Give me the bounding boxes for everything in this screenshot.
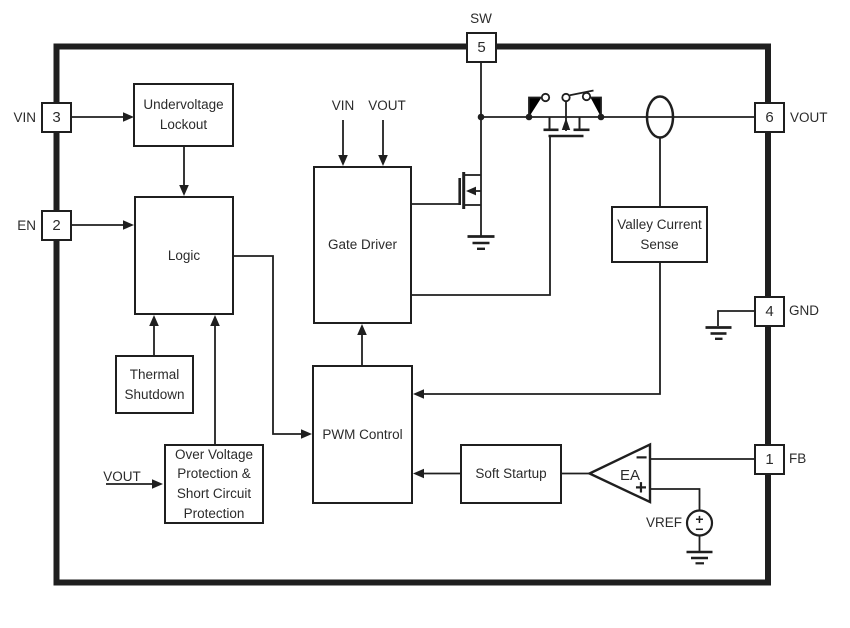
pmos-bulk-switch — [528, 89, 602, 138]
block-ovp-scp-label: Over Voltage Protection & Short Circuit … — [174, 446, 254, 521]
block-gate-driver-label: Gate Driver — [327, 237, 398, 253]
error-amp-label: EA — [619, 467, 640, 484]
wire-vcs-to-pwm — [422, 263, 661, 395]
gate-driver-vout-label: VOUT — [368, 98, 406, 113]
block-logic-label: Logic — [167, 247, 201, 263]
arrow-into-gatedriver-bottom — [357, 324, 367, 335]
block-thermal-shutdown: Thermal Shutdown — [115, 355, 194, 414]
arrow-into-logic-left — [123, 220, 134, 230]
pin-1-number: 1 — [765, 451, 774, 468]
arrow-into-pwm-left — [301, 429, 312, 439]
vref-minus-sign: − — [695, 521, 704, 537]
vref-plus-sign: + — [695, 510, 704, 527]
arrow-vin-into-gatedriver — [338, 155, 348, 166]
vref-source — [685, 509, 714, 565]
arrow-vout-into-gatedriver — [378, 155, 388, 166]
inductor-symbol — [645, 95, 675, 139]
pin-4-gnd: 4 — [754, 296, 785, 327]
junction-pmos-right — [597, 113, 605, 121]
arrow-into-ovp — [152, 479, 163, 489]
wire-ea-plus-to-vref — [650, 488, 701, 511]
arrow-into-uvlo — [123, 112, 134, 122]
error-amp-plus-sign: + — [635, 477, 647, 499]
block-ovp-scp: Over Voltage Protection & Short Circuit … — [164, 444, 264, 524]
pin-label-fb: FB — [789, 451, 807, 466]
switch-right-stub — [590, 96, 602, 117]
vref-source-circle — [685, 509, 714, 537]
arrow-softstartup-into-pwm — [413, 468, 424, 479]
arrow-thermal-into-logic — [149, 315, 159, 326]
wire-logic-to-pwm — [234, 255, 302, 435]
arrow-into-logic-top — [179, 185, 189, 196]
block-valley-current-sense-label: Valley Current Sense — [617, 216, 702, 252]
vref-ground-symbol — [686, 550, 713, 565]
wire-gatedriver-to-pmos-gate — [412, 137, 551, 296]
pin-5-sw: 5 — [466, 32, 497, 63]
error-amp-triangle — [586, 442, 652, 504]
block-thermal-shutdown-label: Thermal Shutdown — [124, 366, 185, 402]
wire-gndpin-to-ground — [717, 310, 754, 326]
junction-pmos-left — [525, 113, 533, 121]
gate-driver-vin-label: VIN — [331, 98, 355, 113]
pin-3-number: 3 — [52, 109, 61, 126]
block-pwm-control: PWM Control — [312, 365, 413, 504]
arrow-vcs-into-pwm — [413, 389, 424, 399]
pin-3-vin: 3 — [41, 102, 72, 133]
switch-blade — [569, 89, 594, 97]
switch-contact-middle — [561, 92, 571, 103]
pin-1-fb: 1 — [754, 444, 785, 475]
nmos-ground-symbol — [467, 235, 495, 250]
junction-dots — [477, 113, 605, 121]
gnd-pin-ground-symbol — [705, 326, 732, 340]
error-amp-minus-sign: − — [635, 447, 648, 469]
nmos-transistor — [458, 117, 495, 250]
pin-label-en: EN — [17, 218, 36, 233]
ovp-vout-label: VOUT — [103, 469, 141, 484]
arrow-ovp-into-logic — [210, 315, 220, 326]
pin-4-number: 4 — [765, 303, 774, 320]
pin-label-vin: VIN — [13, 110, 36, 125]
vref-label: VREF — [645, 515, 682, 530]
pin-label-gnd: GND — [789, 303, 819, 318]
pin-label-sw: SW — [470, 11, 492, 26]
switch-contact-left — [540, 92, 551, 103]
block-soft-startup: Soft Startup — [460, 444, 562, 504]
block-valley-current-sense: Valley Current Sense — [611, 206, 708, 263]
pin-2-number: 2 — [52, 217, 61, 234]
pin-6-number: 6 — [765, 109, 774, 126]
block-soft-startup-label: Soft Startup — [475, 466, 547, 482]
block-undervoltage-lockout: Undervoltage Lockout — [133, 83, 234, 147]
junction-sw — [477, 113, 485, 121]
pin-6-vout: 6 — [754, 102, 785, 133]
pin-2-en: 2 — [41, 210, 72, 241]
arrowheads — [123, 112, 424, 489]
pmos-bulk-arrow — [561, 118, 571, 130]
pin-label-vout: VOUT — [790, 110, 828, 125]
block-pwm-control-label: PWM Control — [322, 426, 403, 442]
nmos-bulk-arrow — [466, 186, 476, 196]
block-gate-driver: Gate Driver — [313, 166, 412, 324]
block-logic: Logic — [134, 196, 234, 315]
switch-contact-right — [581, 91, 592, 102]
switch-left-stub — [528, 96, 542, 117]
block-undervoltage-lockout-label: Undervoltage Lockout — [143, 97, 224, 132]
pin-5-number: 5 — [477, 39, 486, 56]
